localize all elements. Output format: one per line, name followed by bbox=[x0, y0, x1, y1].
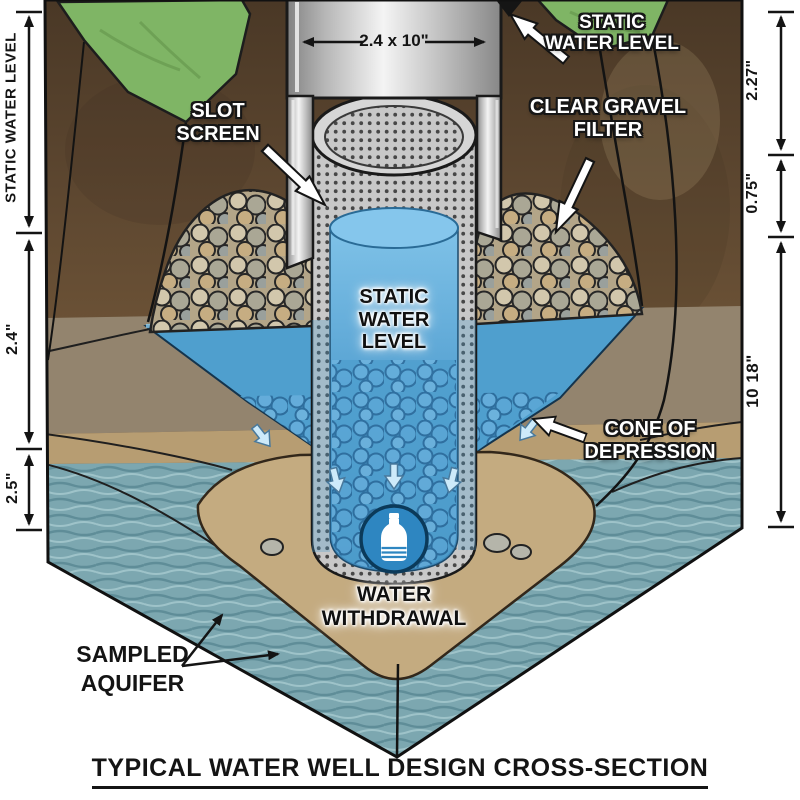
dim-label-left-3: 2.5" bbox=[4, 472, 21, 504]
label-line: STATIC bbox=[359, 286, 429, 308]
gravel-filter-pack bbox=[148, 188, 644, 334]
label-line: FILTER bbox=[573, 118, 643, 141]
slot-screen bbox=[310, 93, 478, 586]
dim-label-right-3: 10 18" bbox=[743, 354, 762, 408]
dim-label-static-water-level: STATIC WATER LEVEL bbox=[2, 32, 20, 203]
label-line: AQUIFER bbox=[80, 669, 185, 696]
water-in-well bbox=[329, 207, 459, 573]
label-line: DEPRESSION bbox=[584, 440, 716, 463]
sampled-aquifer-label: SAMPLED AQUIFER bbox=[40, 640, 225, 698]
right-dimension-lines bbox=[768, 10, 794, 529]
dim-label-right-2: 0.75" bbox=[744, 172, 761, 214]
dim-label-left-2: 2.4" bbox=[4, 323, 21, 355]
cone-of-depression-label: CONE OF DEPRESSION bbox=[550, 418, 750, 463]
label-line: LEVEL bbox=[361, 331, 427, 354]
label-line: WATER bbox=[358, 308, 430, 331]
label-line: WITHDRAWAL bbox=[321, 606, 467, 630]
water-withdrawal-label: WATER WITHDRAWAL bbox=[284, 583, 504, 630]
label-line: SAMPLED bbox=[76, 641, 189, 667]
grass-surface bbox=[55, 0, 670, 124]
label-line: CLEAR GRAVEL bbox=[529, 96, 687, 118]
static-water-level-surface-label: STATIC WATER LEVEL bbox=[527, 12, 697, 55]
label-line: CONE OF bbox=[604, 418, 696, 440]
label-line: SCREEN bbox=[176, 122, 260, 145]
well-casing bbox=[285, 0, 503, 270]
water-bottle-icon bbox=[381, 513, 407, 561]
soil-block bbox=[45, 0, 742, 757]
sampled-aquifer-arrows bbox=[181, 613, 280, 668]
label-line: WATER LEVEL bbox=[545, 33, 679, 55]
surface-marker bbox=[496, 0, 523, 17]
clear-gravel-filter-label: CLEAR GRAVEL FILTER bbox=[513, 96, 703, 141]
label-line: WATER bbox=[356, 583, 432, 606]
diagram-title: TYPICAL WATER WELL DESIGN CROSS-SECTION bbox=[50, 754, 750, 789]
left-dimension-lines bbox=[16, 10, 42, 532]
casing-dimension-label: 2.4 x 10" bbox=[359, 31, 429, 50]
pit-wall-left-edge bbox=[146, 121, 188, 323]
dim-label-right-1: 2.27" bbox=[744, 59, 761, 101]
pit-wall-right-edge bbox=[598, 49, 644, 307]
slot-screen-label: SLOT SCREEN bbox=[158, 100, 278, 145]
label-line: STATIC bbox=[579, 12, 645, 33]
block-outline bbox=[43, 0, 744, 759]
water-withdrawal-icon bbox=[359, 504, 429, 574]
label-line: SLOT bbox=[191, 100, 245, 122]
static-water-level-in-well-label: STATIC WATER LEVEL bbox=[344, 286, 444, 354]
diagram-title-text: TYPICAL WATER WELL DESIGN CROSS-SECTION bbox=[91, 754, 709, 789]
